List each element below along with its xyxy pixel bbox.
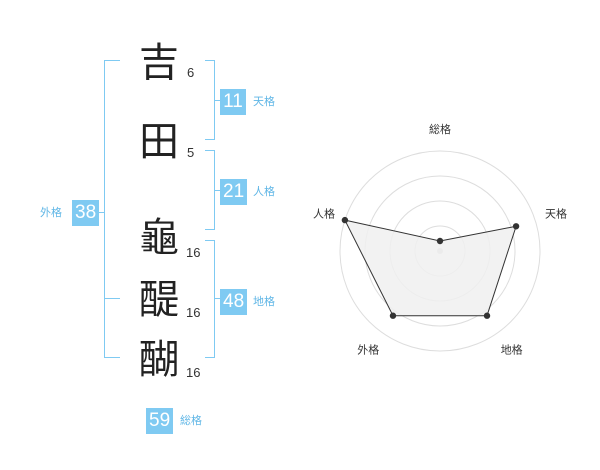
stroke-count-3: 16 [186, 245, 201, 260]
radar-axis-label-5: 人格 [313, 206, 335, 220]
gaikaku-value-badge: 38 [72, 200, 100, 226]
chikaku-bracket-tick [215, 298, 221, 299]
gaikaku-bracket-tick [98, 212, 104, 213]
radar-point-4 [389, 312, 397, 319]
radar-point-2 [512, 223, 520, 230]
radar-grid-ring-4 [339, 150, 541, 352]
radar-axis-label-4: 外格 [357, 343, 379, 357]
chikaku-label: 地格 [253, 295, 275, 308]
stroke-count-1: 6 [187, 65, 195, 80]
gaikaku-label: 外格 [40, 206, 62, 219]
radar-point-3 [483, 312, 491, 319]
radar-axis-label-2: 天格 [545, 206, 567, 220]
name-char-4: 醍 [139, 277, 179, 323]
radar-point-5 [341, 216, 349, 224]
soukaku-value-badge: 59 [146, 408, 174, 434]
radar-data-polygon [343, 219, 517, 317]
jinkaku-label: 人格 [253, 185, 275, 198]
jinkaku-bracket [205, 150, 215, 230]
name-char-2: 田 [139, 119, 179, 165]
tenkaku-value-badge: 11 [220, 89, 246, 115]
tenkaku-bracket [205, 60, 215, 140]
name-char-3: 龜 [139, 215, 179, 261]
jinkaku-bracket-tick [215, 190, 221, 191]
stroke-count-4: 16 [186, 305, 201, 320]
radar-point-1 [436, 237, 444, 245]
gaikaku-bracket [104, 60, 120, 358]
chikaku-bracket [205, 240, 215, 358]
chikaku-value-badge: 48 [220, 289, 248, 315]
stroke-count-2: 5 [187, 145, 195, 160]
radar-axis-label-3: 地格 [501, 343, 523, 357]
radar-axis-label-1: 総格 [429, 122, 451, 136]
name-char-5: 醐 [139, 337, 179, 383]
jinkaku-value-badge: 21 [220, 179, 248, 205]
tenkaku-bracket-tick [215, 100, 221, 101]
soukaku-label: 総格 [180, 414, 202, 427]
name-char-1: 吉 [139, 40, 179, 86]
stroke-count-5: 16 [186, 365, 201, 380]
tenkaku-label: 天格 [253, 95, 275, 108]
gaikaku-bracket-mid-tick [104, 298, 120, 299]
